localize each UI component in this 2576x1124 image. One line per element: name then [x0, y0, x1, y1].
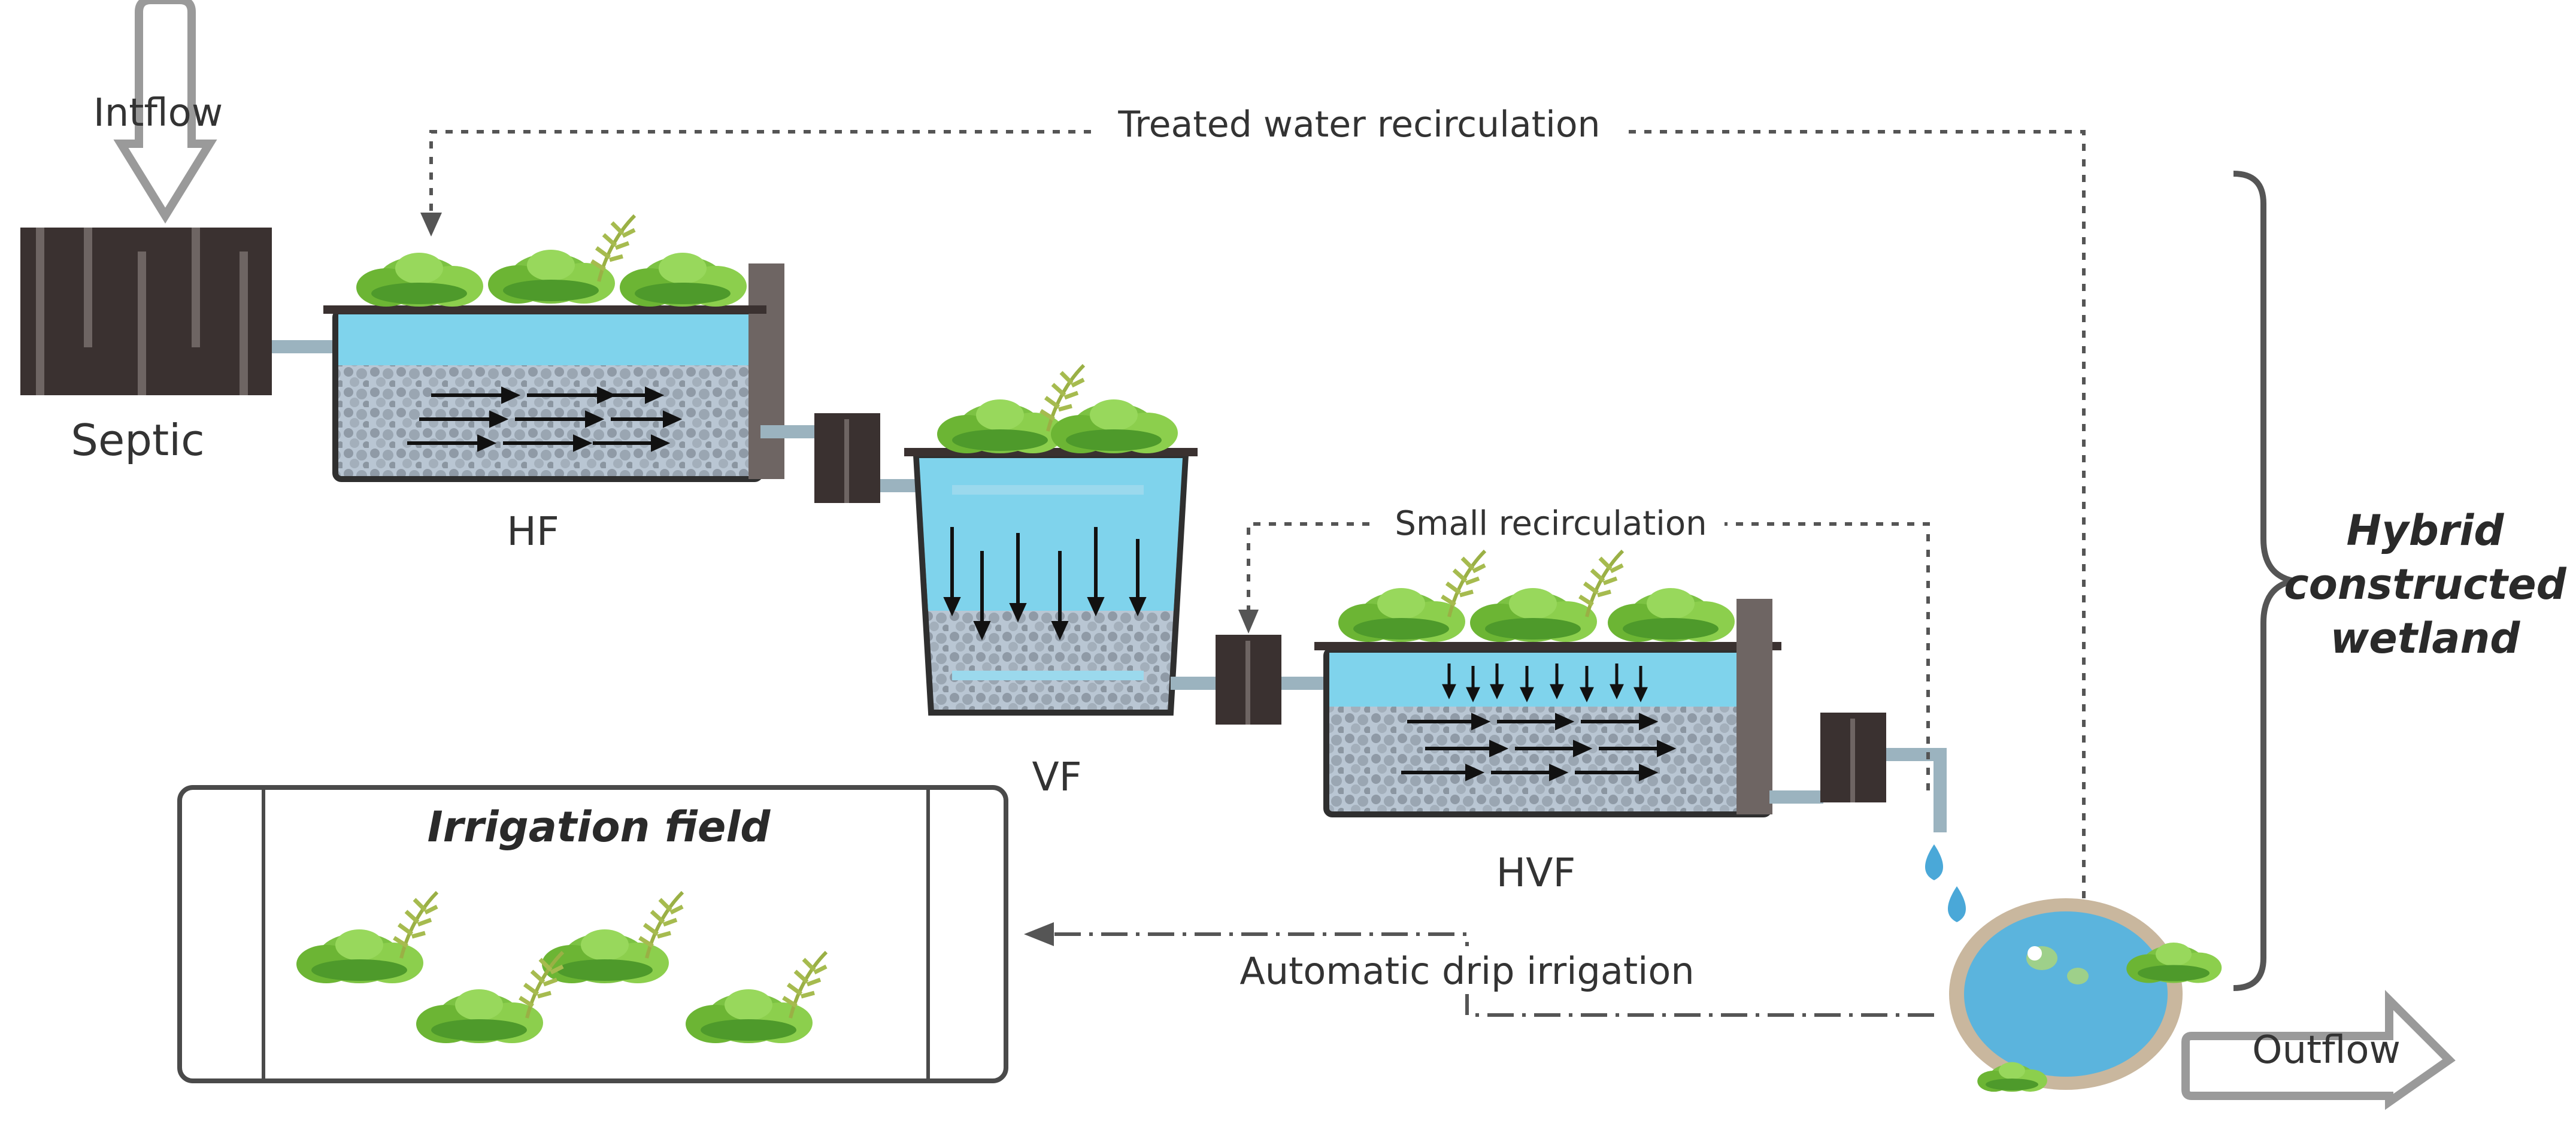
hybrid-label-line3: wetland: [2330, 614, 2521, 663]
pipe-septic-hf: [272, 340, 338, 353]
hybrid-label-line2: constructed: [2284, 560, 2566, 609]
septic-tank: [20, 228, 272, 395]
pipe-outlet: [1886, 748, 1947, 832]
pipe-vf-box2: [1171, 677, 1219, 690]
water-drop-icon: [1925, 844, 1966, 922]
inflow-label: Intflow: [93, 91, 223, 135]
treated-recirculation-arrowhead: [420, 213, 442, 237]
hvf-plants: [1338, 551, 1735, 642]
hvf-down-arrows: [1442, 664, 1648, 702]
vf-tank: [904, 448, 1198, 716]
hvf-horizontal-arrows: [1401, 713, 1677, 781]
pipe-hvf-box3: [1769, 790, 1823, 804]
drip-irrigation-label: Automatic drip irrigation: [1239, 949, 1694, 993]
vf-label: VF: [1032, 754, 1081, 800]
hybrid-brace: [2233, 171, 2295, 991]
outflow-label: Outflow: [2252, 1028, 2401, 1073]
hf-flow-arrows: [407, 386, 683, 452]
pond-icon: [1949, 898, 2222, 1092]
small-recirculation-label: Small recirculation: [1395, 504, 1707, 543]
treated-recirculation-label: Treated water recirculation: [1117, 104, 1600, 146]
vf-flow-arrows: [943, 527, 1147, 641]
hvf-label: HVF: [1496, 850, 1576, 896]
small-recirculation-arrowhead: [1238, 610, 1259, 634]
outflow-arrow-icon: [2181, 990, 2456, 1110]
pipe-hf-box1: [760, 425, 820, 438]
irrigation-field-label: Irrigation field: [428, 802, 771, 852]
hf-plants: [356, 216, 747, 307]
inflow-arrow-icon: [113, 0, 217, 224]
pipe-box2-hvf: [1281, 677, 1329, 690]
vf-plants: [937, 365, 1178, 453]
drip-irrigation-line: [1042, 932, 1934, 1017]
drip-irrigation-arrowhead: [1024, 922, 1054, 946]
hybrid-label-line1: Hybrid: [2347, 506, 2505, 555]
hf-label: HF: [507, 508, 559, 555]
septic-label: Septic: [71, 415, 205, 465]
